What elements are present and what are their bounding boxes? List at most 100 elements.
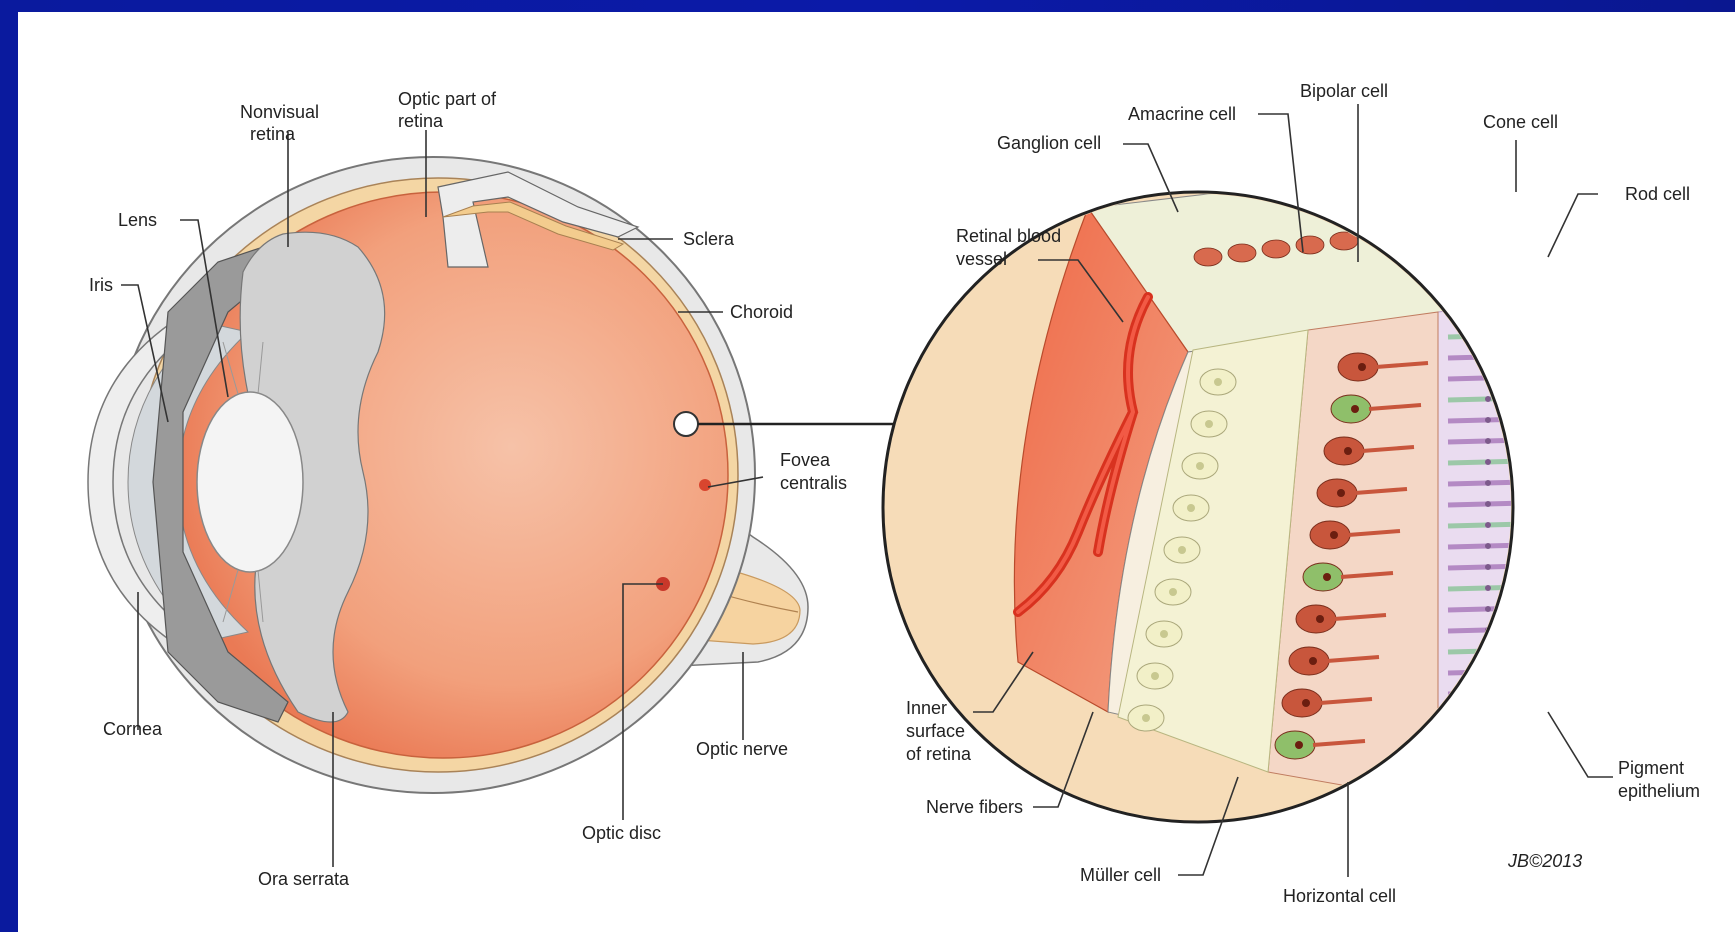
ganglion-nucleus: [1205, 420, 1213, 428]
label-optic-disc: Optic disc: [582, 823, 661, 843]
ganglion-nucleus: [1187, 504, 1195, 512]
photoreceptor-cell: [1448, 355, 1566, 358]
photoreceptor-nucleus: [1485, 774, 1491, 780]
label-nerve-fibers: Nerve fibers: [926, 797, 1023, 817]
pigment-epithelium-cell: [1574, 349, 1614, 368]
label-horizontal-cell: Horizontal cell: [1283, 886, 1396, 906]
photoreceptor-cell: [1448, 418, 1566, 421]
photoreceptor-nucleus: [1485, 459, 1491, 465]
photoreceptor-cell: [1448, 586, 1566, 589]
bipolar-nucleus: [1358, 363, 1366, 371]
pigment-epithelium-cell: [1574, 433, 1614, 452]
magnifier-marker: [674, 412, 698, 436]
pigment-epithelium-cell: [1574, 559, 1614, 578]
photoreceptor-cell: [1448, 376, 1566, 379]
bipolar-nucleus: [1344, 447, 1352, 455]
photoreceptor-cell: [1448, 754, 1566, 757]
pigment-epithelium-cell: [1574, 370, 1614, 389]
label-sclera: Sclera: [683, 229, 735, 249]
eye-anatomy-figure: JB©2013: [18, 12, 1735, 932]
photoreceptor-cell: [1448, 628, 1566, 631]
photoreceptor-nucleus: [1485, 354, 1491, 360]
label-retinal-blood-vessel-line2: vessel: [956, 249, 1007, 269]
pigment-epithelium: [1568, 292, 1638, 832]
photoreceptor-cell: [1448, 460, 1566, 463]
photoreceptor-cell: [1448, 733, 1566, 736]
label-amacrine-cell: Amacrine cell: [1128, 104, 1236, 124]
artist-signature: JB©2013: [1507, 851, 1582, 871]
label-choroid: Choroid: [730, 302, 793, 322]
photoreceptor-cell: [1448, 502, 1566, 505]
photoreceptor-nucleus: [1485, 732, 1491, 738]
photoreceptor-nucleus: [1485, 753, 1491, 759]
ganglion-nucleus: [1178, 546, 1186, 554]
label-optic-part-line2: retina: [398, 111, 444, 131]
pigment-epithelium-cell: [1574, 475, 1614, 494]
photoreceptor-nucleus: [1485, 585, 1491, 591]
label-lens: Lens: [118, 210, 157, 230]
label-ora-serrata: Ora serrata: [258, 869, 350, 889]
pigment-epithelium-cell: [1574, 706, 1614, 725]
top-face-cell: [1398, 224, 1426, 242]
bipolar-nucleus: [1309, 657, 1317, 665]
photoreceptor-nucleus: [1485, 417, 1491, 423]
label-cornea: Cornea: [103, 719, 163, 739]
photoreceptor-cell: [1448, 775, 1566, 778]
bipolar-nucleus: [1302, 699, 1310, 707]
label-inner-surface-line3: of retina: [906, 744, 972, 764]
label-optic-nerve: Optic nerve: [696, 739, 788, 759]
label-iris: Iris: [89, 275, 113, 295]
top-face-cell: [1296, 236, 1324, 254]
label-inner-surface-line2: surface: [906, 721, 965, 741]
photoreceptor-cell: [1448, 523, 1566, 526]
label-nonvisual-retina-line1: Nonvisual: [240, 102, 319, 122]
top-face-cell: [1194, 248, 1222, 266]
pigment-epithelium-cell: [1574, 496, 1614, 515]
photoreceptor-cell: [1448, 649, 1566, 652]
photoreceptor-nucleus: [1485, 543, 1491, 549]
pigment-epithelium-cell: [1574, 685, 1614, 704]
pigment-epithelium-cell: [1574, 727, 1614, 746]
pigment-epithelium-cell: [1574, 454, 1614, 473]
label-bipolar-cell: Bipolar cell: [1300, 81, 1388, 101]
ganglion-nucleus: [1160, 630, 1168, 638]
label-pigment-epithelium-line1: Pigment: [1618, 758, 1684, 778]
bipolar-nucleus: [1351, 405, 1359, 413]
pigment-epithelium-cell: [1574, 790, 1614, 809]
photoreceptor-nucleus: [1485, 711, 1491, 717]
pigment-epithelium-cell: [1574, 601, 1614, 620]
bipolar-nucleus: [1295, 741, 1303, 749]
photoreceptor-nucleus: [1485, 501, 1491, 507]
label-nonvisual-retina-line2: retina: [250, 124, 296, 144]
pigment-epithelium-cell: [1574, 769, 1614, 788]
photoreceptor-nucleus: [1485, 564, 1491, 570]
top-face-cell: [1432, 220, 1460, 238]
label-pigment-epithelium-line2: epithelium: [1618, 781, 1700, 801]
ganglion-nucleus: [1169, 588, 1177, 596]
top-face-cell: [1228, 244, 1256, 262]
pigment-epithelium-cell: [1574, 517, 1614, 536]
photoreceptor-nucleus: [1485, 606, 1491, 612]
label-inner-surface-line1: Inner: [906, 698, 947, 718]
label-fovea-line1: Fovea: [780, 450, 831, 470]
pigment-epithelium-cell: [1574, 412, 1614, 431]
photoreceptor-nucleus: [1485, 333, 1491, 339]
photoreceptor-nucleus: [1485, 522, 1491, 528]
label-rod-cell: Rod cell: [1625, 184, 1690, 204]
bipolar-nucleus: [1330, 531, 1338, 539]
photoreceptor-cell: [1448, 334, 1566, 337]
pigment-epithelium-cell: [1574, 328, 1614, 347]
label-optic-part-line1: Optic part of: [398, 89, 497, 109]
ganglion-nucleus: [1214, 378, 1222, 386]
ganglion-nucleus: [1142, 714, 1150, 722]
figure-panel: JB©2013: [18, 12, 1735, 932]
lens: [197, 392, 303, 572]
pigment-epithelium-cell: [1574, 391, 1614, 410]
bipolar-nucleus: [1316, 615, 1324, 623]
ganglion-nucleus: [1151, 672, 1159, 680]
photoreceptor-cell: [1448, 397, 1566, 400]
photoreceptor-nucleus: [1485, 669, 1491, 675]
bipolar-nucleus: [1323, 573, 1331, 581]
photoreceptor-nucleus: [1485, 438, 1491, 444]
